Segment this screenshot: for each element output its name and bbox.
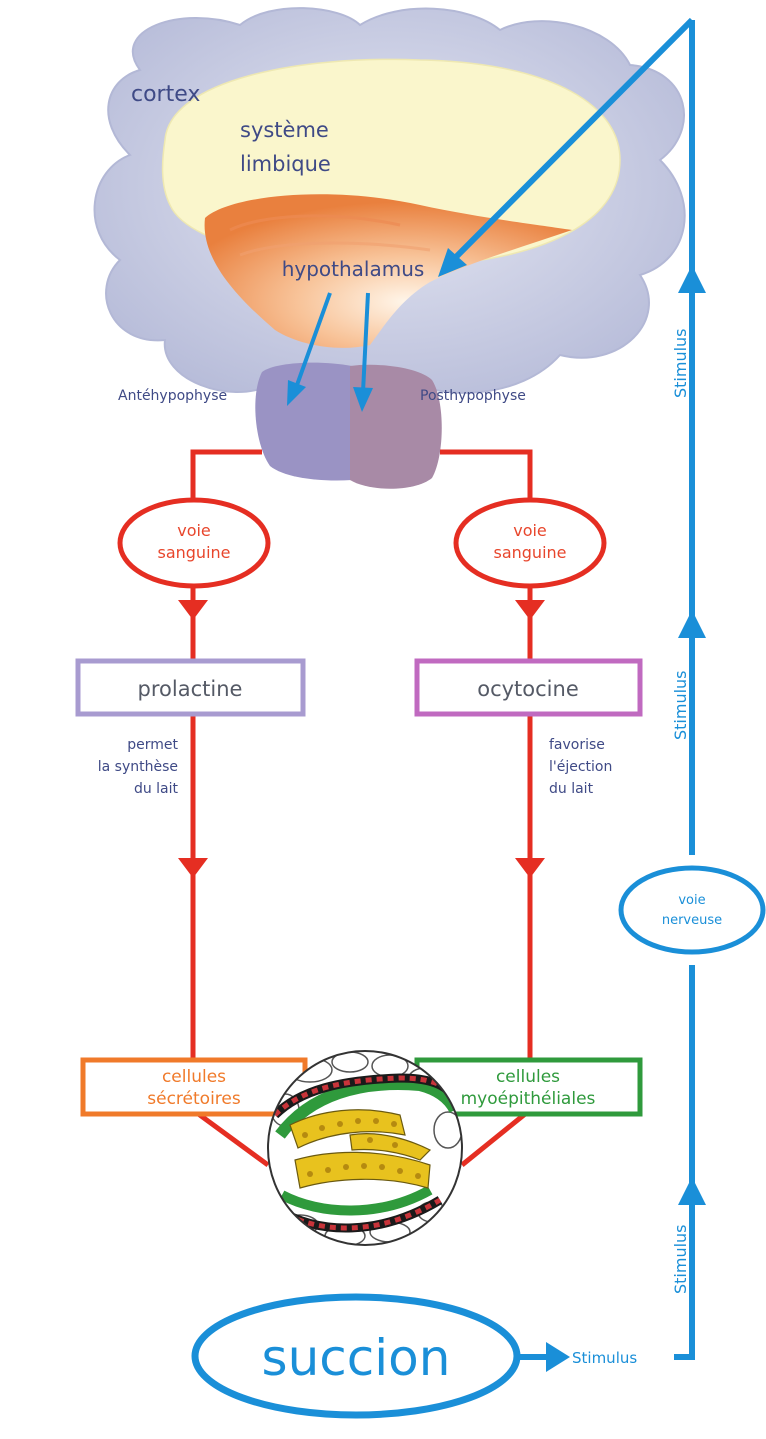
stimulus-horizontal-label: Stimulus [572, 1349, 637, 1367]
ocytocine-box: ocytocine [414, 658, 643, 717]
hypothalamus-label: hypothalamus [282, 257, 425, 281]
hypothalamus-to-pituitary-arrows [295, 292, 370, 393]
voie-sanguine-left: voie sanguine [117, 497, 271, 589]
voie-nerveuse-line1: voie [678, 893, 705, 908]
ocytocine-effect-line1: favorise [549, 737, 605, 753]
blood-arrowheads [178, 600, 545, 878]
arrowhead-right-2 [515, 858, 545, 878]
ocytocine-label: ocytocine [477, 677, 579, 701]
stimulus-lower-label: Stimulus [671, 1224, 690, 1294]
voie-sanguine-right-line1: voie [513, 521, 547, 540]
voie-sanguine-right: voie sanguine [453, 497, 607, 589]
prolactine-effect-line2: la synthèse [98, 759, 178, 775]
posthypophyse-label: Posthypophyse [420, 388, 526, 404]
arrowhead-stimulus-upper [678, 265, 706, 293]
cellules-secretoires-box: cellules sécrétoires [80, 1057, 308, 1117]
succion-arrowhead [546, 1342, 570, 1372]
arrowhead-left-1 [178, 600, 208, 620]
cellules-secretoires-line1: cellules [162, 1067, 226, 1087]
stimulus-middle-label: Stimulus [671, 670, 690, 740]
blood-pathway [190, 449, 533, 1168]
cellules-secretoires-line2: sécrétoires [147, 1089, 241, 1109]
stimulus-upper-label: Stimulus [671, 328, 690, 398]
succion-ellipse: succion [191, 1293, 521, 1419]
mammary-tissue-illustration [267, 1050, 463, 1246]
succion-label: succion [262, 1329, 451, 1387]
arrowhead-stimulus-lower [678, 1177, 706, 1205]
ocytocine-effect-line2: l'éjection [549, 759, 612, 775]
antehypophyse-label: Antéhypophyse [118, 388, 227, 404]
arrowhead-right-1 [515, 600, 545, 620]
voie-nerveuse: voie nerveuse [618, 865, 766, 955]
cortex-label: cortex [131, 82, 200, 107]
prolactine-box: prolactine [75, 658, 306, 717]
voie-sanguine-left-line1: voie [177, 521, 211, 540]
cellules-myoepitheliales-line1: cellules [496, 1067, 560, 1087]
limbic-label-line2: limbique [240, 152, 331, 176]
posterior-pituitary [350, 364, 442, 489]
prolactine-effect-line1: permet [127, 737, 178, 753]
voie-sanguine-right-line2: sanguine [493, 543, 566, 562]
voie-nerveuse-line2: nerveuse [662, 913, 722, 928]
arrowhead-to-posthypophyse [353, 387, 373, 412]
cellules-myoepitheliales-line2: myoépithéliales [461, 1089, 596, 1109]
arrowhead-stimulus-middle [678, 610, 706, 638]
prolactine-effect-line3: du lait [134, 781, 179, 797]
voie-sanguine-left-line2: sanguine [157, 543, 230, 562]
nerve-pathway [447, 17, 695, 1357]
arrowhead-to-hypothalamus [438, 248, 467, 277]
anterior-pituitary [255, 362, 352, 481]
arrowhead-left-2 [178, 858, 208, 878]
prolactine-label: prolactine [138, 677, 243, 701]
arrowhead-to-antehypophyse [287, 380, 306, 406]
limbic-label-line1: système [240, 118, 329, 142]
ocytocine-effect-line3: du lait [549, 781, 594, 797]
nerve-arrowheads [438, 248, 706, 1205]
